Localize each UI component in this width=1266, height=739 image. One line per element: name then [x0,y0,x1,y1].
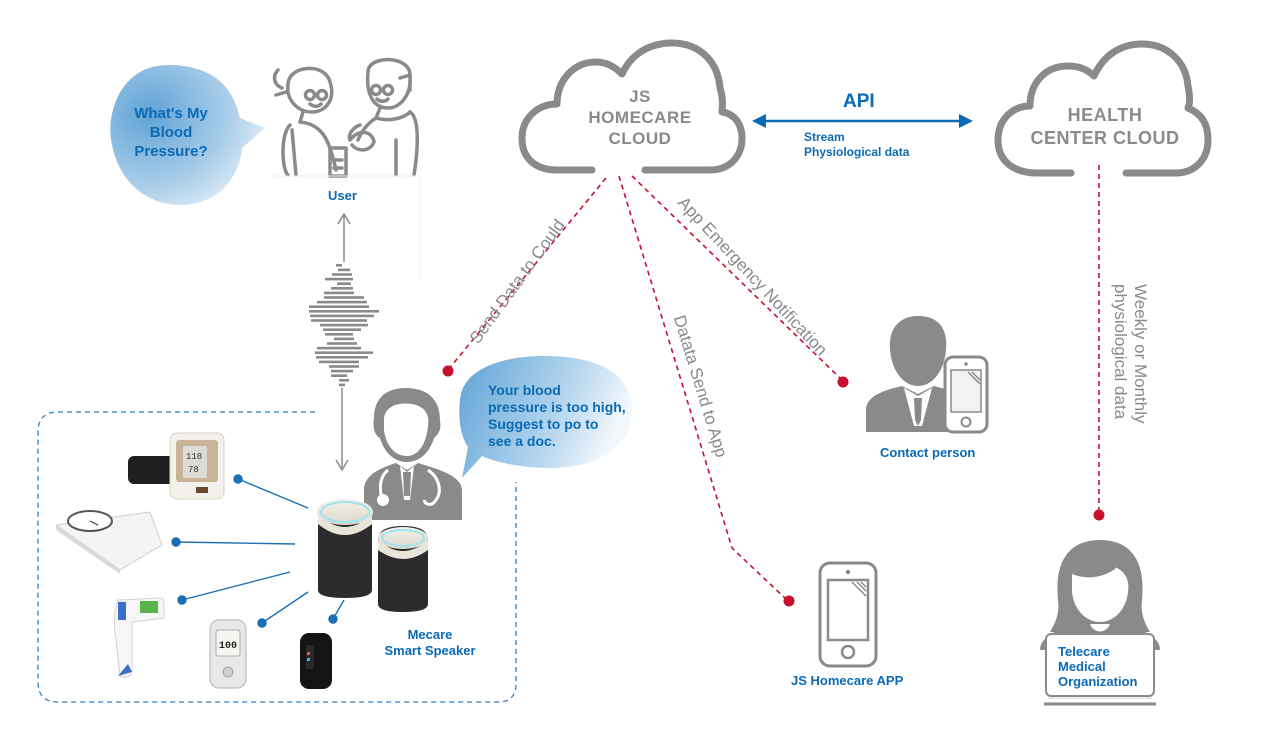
connector-send-data [447,177,607,371]
api-sub-line: Stream [804,130,845,144]
voice-waveform-icon [309,264,379,387]
telecare-label-line: Telecare [1058,644,1110,659]
smart-speaker-icon [317,499,428,612]
glucose-readout: 100 [219,641,237,652]
waveform-bar [310,314,374,318]
waveform-bar [329,365,359,368]
homecare-cloud-label: JS HOMECARE CLOUD [560,86,720,149]
homecare-app-phone-icon [818,561,878,668]
telecare-operator-icon [1040,540,1160,706]
waveform-bar [315,351,373,354]
user-bubble-line: What's My [134,105,208,122]
weekly-label-line: physiological data [1111,284,1130,420]
waveform-bar [317,346,361,350]
weighing-scale-icon [54,510,163,574]
health-cloud-line: HEALTH [1067,105,1143,125]
cloud-connectors [447,165,1100,602]
doctor-bubble-line: Suggest to po to [488,416,599,432]
waveform-bar [327,342,357,345]
doctor-speech-bubble [459,356,632,478]
waveform-bar [331,374,347,377]
waveform-bar [325,277,353,281]
doctor-bubble-line: see a doc. [488,433,556,449]
waveform-bar [336,264,342,267]
contact-person-icon [866,316,989,434]
voice-arrow [335,212,351,472]
health-cloud-line: CENTER CLOUD [1030,128,1180,148]
waveform-bar [334,337,354,341]
doctor-bubble-line: Your blood [488,382,561,398]
waveform-bar [339,379,349,382]
weekly-data-label: Weekly or Monthly physiological data [1110,284,1150,424]
health-center-cloud-icon [994,40,1212,177]
api-sub-line: Physiological data [804,145,910,159]
glucose-meter-icon [209,619,247,689]
devices-group-frame [37,411,517,703]
doctor-icon [364,388,462,520]
bp-readout-diastolic: 78 [188,465,199,475]
waveform-bar [319,360,359,364]
homecare-cloud-line: CLOUD [608,129,672,148]
user-bubble-line: Blood [149,124,193,141]
infrared-thermometer-icon [113,597,165,678]
waveform-bar [331,287,353,290]
speaker-label-line: Smart Speaker [384,643,476,658]
connector-emergency [631,175,844,382]
waveform-bar [331,369,353,373]
waveform-bar [309,310,379,313]
elderly-couple-icon [272,57,420,178]
connector-endpoints [442,365,1105,607]
health-center-cloud-label: HEALTH CENTER CLOUD [1010,104,1200,150]
waveform-bar [325,333,353,336]
contact-person-label: Contact person [880,445,976,460]
api-label: API [843,91,875,112]
speaker-label: Mecare Smart Speaker [375,627,485,659]
user-speech-bubble [110,65,265,205]
device-links [171,474,345,628]
bp-readout-systolic: 118 [186,452,202,462]
waveform-bar [324,291,354,295]
api-sub-label: Stream Physiological data [804,130,909,160]
waveform-bar [309,305,369,308]
waveform-bar [311,319,367,322]
waveform-bar [337,282,351,285]
waveform-bar [316,356,368,359]
homecare-cloud-line: HOMECARE [588,108,692,127]
user-bubble-text: What's My Blood Pressure? [120,104,222,161]
telecare-label-line: Medical [1058,659,1106,674]
waveform-bar [324,296,364,299]
waveform-bar [320,323,368,327]
waveform-bar [323,328,361,331]
user-label: User [328,188,357,203]
pulse-oximeter-icon [300,633,332,689]
telecare-label: Telecare Medical Organization [1058,644,1137,689]
connector-data-send-app [618,175,789,602]
doctor-bubble-line: pressure is too high, [488,399,626,415]
user-bubble-line: Pressure? [134,143,208,160]
waveform-bar [332,273,352,276]
weekly-label-line: Weekly or Monthly [1131,284,1150,424]
blood-pressure-monitor-icon [128,432,225,500]
waveform-bar [338,268,350,272]
homecare-cloud-line: JS [629,87,651,106]
waveform-bar [339,383,345,387]
telecare-label-line: Organization [1058,674,1138,689]
homecare-cloud-icon [518,39,746,174]
homecare-app-label: JS Homecare APP [791,673,904,688]
speaker-label-line: Mecare [407,627,453,642]
waveform-bar [317,300,367,304]
doctor-bubble-text: Your blood pressure is too high, Suggest… [488,382,626,450]
api-double-arrow [752,114,973,128]
